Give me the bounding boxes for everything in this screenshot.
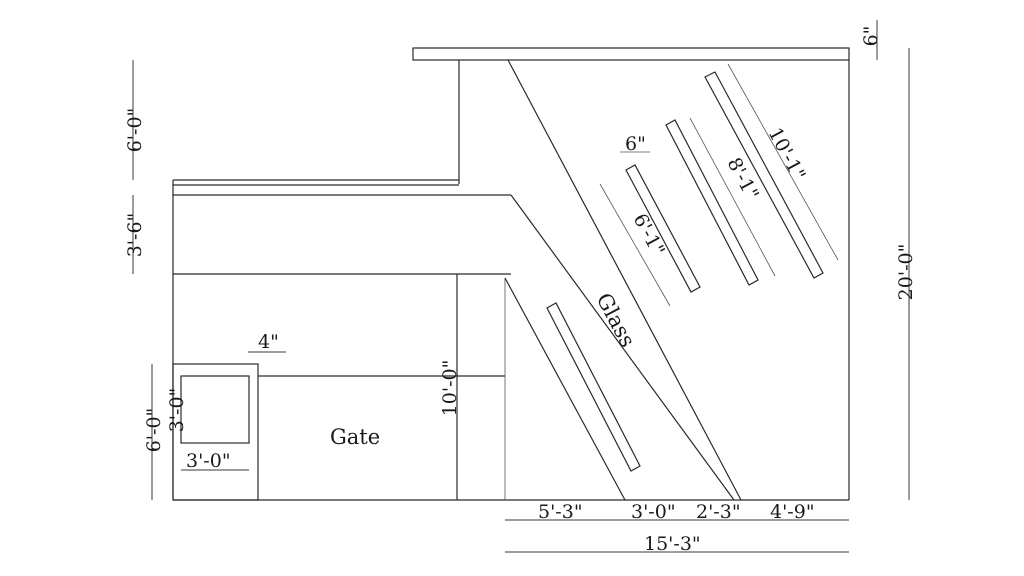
slanted-bar-long xyxy=(704,71,824,279)
dim-bar-mid: 8'-1" xyxy=(723,154,763,204)
dim-inner-height: 10'-0" xyxy=(439,360,461,417)
dim-box-height: 3'-0" xyxy=(166,388,188,433)
dim-bottom-seg-1: 5'-3" xyxy=(538,501,583,523)
glass-label: Glass xyxy=(592,289,640,351)
dim-bottom-seg-2: 3'-0" xyxy=(631,501,676,523)
dim-bottom-seg-4: 4'-9" xyxy=(770,501,815,523)
dim-bar-spacing: 6" xyxy=(625,133,646,155)
dim-bottom-seg-3: 2'-3" xyxy=(696,501,741,523)
dim-line-bar-short xyxy=(599,183,671,307)
dim-slab: 6" xyxy=(860,26,882,47)
gate-post-frame xyxy=(172,363,259,501)
glass-diagonal-lower xyxy=(504,277,626,501)
dim-line-bar-mid xyxy=(689,117,776,277)
slanted-bar-mid xyxy=(665,119,759,286)
slanted-bar-lower xyxy=(546,302,641,472)
gate-post-box xyxy=(180,375,250,444)
glass-diagonal-mid xyxy=(510,194,735,501)
dim-lower-left: 6'-0" xyxy=(143,408,165,453)
dim-upper-wall: 6'-0" xyxy=(124,108,146,153)
dim-bottom-total: 15'-3" xyxy=(644,533,701,555)
slanted-bar-short xyxy=(625,164,701,293)
dim-parapet: 3'-6" xyxy=(124,213,146,258)
top-slab xyxy=(412,47,850,61)
dim-overall-height: 20'-0" xyxy=(895,244,917,301)
dim-line-bar-long xyxy=(727,63,839,261)
dim-box-wall: 4" xyxy=(258,331,279,353)
glass-diagonal-upper xyxy=(507,59,742,501)
gate-label: Gate xyxy=(330,425,380,449)
dim-box-width: 3'-0" xyxy=(186,450,231,472)
